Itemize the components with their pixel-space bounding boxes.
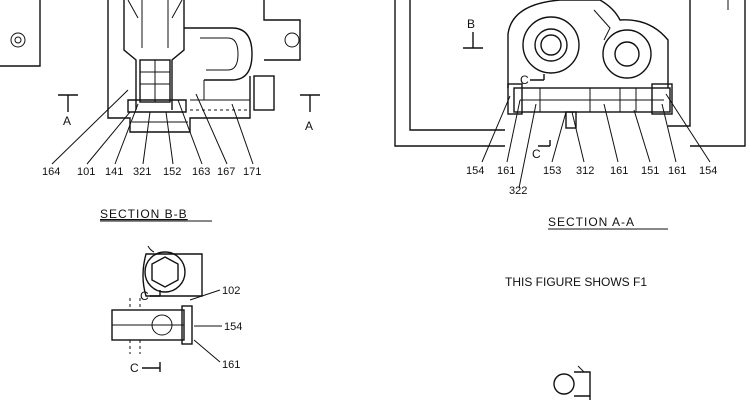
detail-leaders — [189, 289, 222, 363]
detail-hidden — [129, 298, 141, 354]
cut-arrow-left — [58, 94, 78, 112]
end-plug-left — [507, 83, 523, 115]
housing-left — [394, 0, 505, 147]
housing-right-outer — [690, 0, 746, 147]
detail-ball — [151, 314, 173, 336]
flange-left-edge — [0, 0, 41, 67]
detail-cut-c-bottom: C — [130, 361, 161, 375]
callout-row-a-a: 154 161 153 312 161 151 161 154 322 — [466, 165, 717, 197]
side-housing-base — [190, 80, 250, 101]
housing-right — [668, 0, 691, 127]
hex-nut — [151, 256, 179, 288]
callout-number: 167 — [217, 166, 235, 178]
housing-left-inner — [409, 0, 505, 131]
section-mark-a-right: A — [300, 94, 320, 133]
partial-fitting — [553, 365, 591, 400]
section-letter: C — [140, 289, 149, 303]
callout-number: 161 — [610, 165, 628, 177]
callout-row-b-b: 164 101 141 321 152 163 167 171 — [42, 166, 261, 178]
pump-body — [507, 0, 669, 88]
callout-number: 164 — [42, 166, 60, 178]
section-letter: B — [467, 17, 475, 31]
section-a-a-view: B C C 154 161 153 312 161 151 161 154 32… — [394, 0, 746, 400]
detail-view: C C 102 154 161 — [111, 245, 242, 375]
callout-number: 171 — [243, 166, 261, 178]
boss-left-ring — [534, 28, 568, 62]
callout-number: 321 — [133, 166, 151, 178]
fitting-ball — [553, 373, 575, 395]
flange-right-edge — [263, 0, 301, 61]
spool-detail — [140, 60, 170, 102]
side-housing-inner — [200, 37, 239, 71]
section-letter: A — [305, 119, 313, 133]
detail-cut-c-top: C — [140, 289, 161, 303]
valve-body-outline — [107, 0, 251, 133]
section-letter: C — [532, 147, 541, 161]
leader-top — [147, 245, 155, 253]
spool-stem — [141, 0, 169, 48]
section-mark-b: B — [463, 17, 483, 49]
figure-note: THIS FIGURE SHOWS F1 — [505, 275, 647, 289]
side-plug — [253, 75, 275, 111]
hex-nut-outer — [144, 251, 186, 293]
callout-number: 101 — [77, 166, 95, 178]
callout-number: 141 — [105, 166, 123, 178]
callout-number: 322 — [509, 185, 527, 197]
cut-arrow-b — [463, 32, 483, 49]
callout-number: 154 — [466, 165, 484, 177]
body-detail — [593, 9, 611, 41]
retainer-ring — [127, 99, 187, 113]
boss-right-bolt — [614, 41, 640, 67]
callout-leaders — [51, 89, 254, 165]
detail-plug — [181, 305, 193, 345]
section-a-a-title: SECTION A-A — [548, 215, 635, 229]
bolt-hole-left-inner — [14, 36, 22, 44]
boss-right — [602, 29, 652, 79]
side-housing — [184, 27, 253, 81]
fitting-tick — [577, 365, 585, 373]
end-plug-right — [651, 83, 673, 115]
section-b-b-title: SECTION B-B — [100, 207, 188, 221]
check-ball-seat — [565, 111, 577, 129]
fitting-body — [574, 371, 591, 400]
section-b-b-view: A A 164 101 141 321 152 163 167 171 SECT… — [0, 0, 320, 222]
boss-left — [522, 16, 580, 74]
section-mark-a-left: A — [58, 94, 78, 128]
callout-number: 102 — [222, 285, 240, 297]
cut-mark-c-top: C — [520, 73, 545, 87]
callout-number: 151 — [641, 165, 659, 177]
boss-left-bolt — [540, 34, 562, 56]
callout-leaders — [481, 93, 711, 189]
bore-right-wall — [171, 0, 185, 110]
stem-guide-lines — [127, 0, 183, 19]
section-letter: A — [63, 114, 71, 128]
detail-boss — [142, 253, 203, 297]
callout-number: 161 — [668, 165, 686, 177]
callout-number: 161 — [222, 359, 240, 371]
callout-number: 152 — [163, 166, 181, 178]
bore-left-wall — [123, 0, 137, 110]
callout-number: 154 — [224, 321, 242, 333]
bolt-hole-right — [284, 32, 300, 48]
section-letter: C — [130, 361, 139, 375]
cut-mark-c-bottom: C — [532, 140, 551, 161]
cut-arrow-right — [300, 94, 320, 112]
callout-number: 154 — [699, 165, 717, 177]
spool-lands — [539, 88, 637, 112]
callout-number: 312 — [576, 165, 594, 177]
cut-arrow-c — [530, 74, 545, 81]
cut-arrow-c — [150, 290, 161, 297]
callout-number: 163 — [192, 166, 210, 178]
callout-number: 153 — [543, 165, 561, 177]
bolt-hole-left — [10, 32, 26, 48]
section-letter: C — [520, 73, 529, 87]
callout-number: 161 — [497, 165, 515, 177]
cut-arrow-c — [142, 362, 161, 372]
cut-arrow-c — [538, 140, 551, 147]
